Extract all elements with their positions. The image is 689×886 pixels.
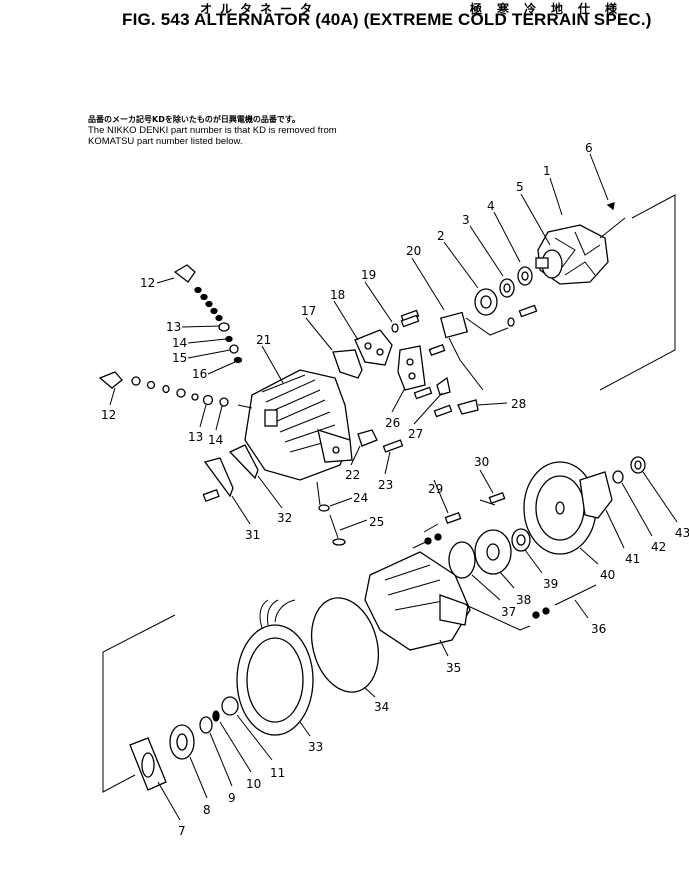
- bearing-part-8: [169, 724, 195, 760]
- ring-part-10: [212, 710, 220, 722]
- callout-8: 8: [203, 803, 211, 817]
- callout-17: 17: [301, 304, 316, 318]
- callout-20: 20: [406, 244, 421, 258]
- bearing-part-2: [474, 288, 498, 316]
- callout-10: 10: [246, 777, 261, 791]
- callout-38: 38: [516, 593, 531, 607]
- terminal-stack-lower: [98, 371, 229, 407]
- collar-part-9: [199, 716, 213, 734]
- bolt-part-36: [532, 584, 597, 619]
- callout-35: 35: [446, 661, 461, 675]
- callout-14-lower: 14: [208, 433, 223, 447]
- screw-icon: [428, 343, 446, 357]
- callout-33: 33: [308, 740, 323, 754]
- callout-7: 7: [178, 824, 186, 838]
- callout-labels: 1 2 3 4 5 6 7 8 9 10 11 12 12 13 13 14 1…: [101, 141, 689, 838]
- figure-title: FIG. 543 ALTERNATOR (40A) (EXTREME COLD …: [122, 10, 652, 29]
- collar-part-4: [517, 266, 533, 286]
- callout-28: 28: [511, 397, 526, 411]
- callout-16: 16: [192, 367, 207, 381]
- callout-11: 11: [270, 766, 285, 780]
- bolt-part-25: [329, 514, 346, 546]
- callout-27: 27: [408, 427, 423, 441]
- nut-part-43: [630, 456, 646, 474]
- callout-15: 15: [172, 351, 187, 365]
- bolt-part-23: [382, 439, 404, 453]
- cover-part-32: [228, 444, 259, 480]
- callout-5: 5: [516, 180, 524, 194]
- note-line-2: KOMATSU part number listed below.: [88, 136, 243, 147]
- callout-13-lower: 13: [188, 430, 203, 444]
- o-ring-part-37: [448, 541, 476, 579]
- callout-18: 18: [330, 288, 345, 302]
- callout-31: 31: [245, 528, 260, 542]
- callout-26: 26: [385, 416, 400, 430]
- jp-subtitle-alternator: オルタネータ: [200, 2, 321, 16]
- callout-19: 19: [361, 268, 376, 282]
- callout-13-upper: 13: [166, 320, 181, 334]
- insulator-part-17: [332, 349, 363, 379]
- note-line-1: The NIKKO DENKI part number is that KD i…: [88, 125, 337, 136]
- bushing-part-22: [357, 429, 378, 447]
- callout-21: 21: [256, 333, 271, 347]
- callout-40: 40: [600, 568, 615, 582]
- spacer-part-11: [221, 696, 239, 716]
- brush-holder-part-20: [400, 304, 538, 339]
- callout-29: 29: [428, 482, 443, 496]
- callout-36: 36: [591, 622, 606, 636]
- callout-23: 23: [378, 478, 393, 492]
- reference-bracket-lines: [102, 194, 676, 793]
- note-japanese: 品番のメーカ記号KDを除いたものが日興電機の品番です。: [88, 115, 301, 124]
- washer-part-24: [318, 504, 330, 512]
- cover-part-31: [203, 457, 234, 498]
- callout-39: 39: [543, 577, 558, 591]
- callout-4: 4: [487, 199, 495, 213]
- terminal-stack-upper: [173, 264, 243, 364]
- terminal-part-27: [413, 376, 451, 400]
- screw-part-19: [391, 314, 420, 333]
- rear-frame-part-21: [244, 369, 353, 481]
- callout-6: 6: [585, 141, 593, 155]
- terminal-part-28: [433, 337, 484, 418]
- screw-part-30: [488, 491, 506, 505]
- callout-25: 25: [369, 515, 384, 529]
- callout-37: 37: [501, 605, 516, 619]
- bracket-part-7: [129, 737, 167, 791]
- jp-subtitle-extreme-cold: 極寒冷地仕様: [470, 2, 633, 16]
- collar-part-3: [499, 278, 515, 298]
- callout-42: 42: [651, 540, 666, 554]
- washer-part-42: [612, 470, 624, 484]
- plate-part-26: [397, 345, 426, 391]
- callout-34: 34: [374, 700, 389, 714]
- rotor-part-1: [535, 202, 626, 285]
- callout-24: 24: [353, 491, 368, 505]
- stator-part-33: [236, 599, 314, 736]
- callout-32: 32: [277, 511, 292, 525]
- front-frame-part-35: [364, 551, 471, 651]
- callout-41: 41: [625, 552, 640, 566]
- callout-12-lower: 12: [101, 408, 116, 422]
- screw-icon: [202, 488, 220, 502]
- callout-22: 22: [345, 468, 360, 482]
- cover-plate-part-38: [474, 529, 512, 575]
- bearing-part-39: [511, 528, 531, 552]
- callout-14-upper: 14: [172, 336, 187, 350]
- callout-43: 43: [675, 526, 689, 540]
- callout-12-upper: 12: [140, 276, 155, 290]
- pulley-part-41: [579, 471, 613, 519]
- ring-part-34: [311, 597, 379, 693]
- callout-3: 3: [462, 213, 470, 227]
- callout-9: 9: [228, 791, 236, 805]
- callout-2: 2: [437, 229, 445, 243]
- insulator-part-18: [354, 329, 393, 366]
- leader-lines: [109, 153, 678, 821]
- fan-part-40: [523, 461, 597, 555]
- callout-30: 30: [474, 455, 489, 469]
- callout-1: 1: [543, 164, 551, 178]
